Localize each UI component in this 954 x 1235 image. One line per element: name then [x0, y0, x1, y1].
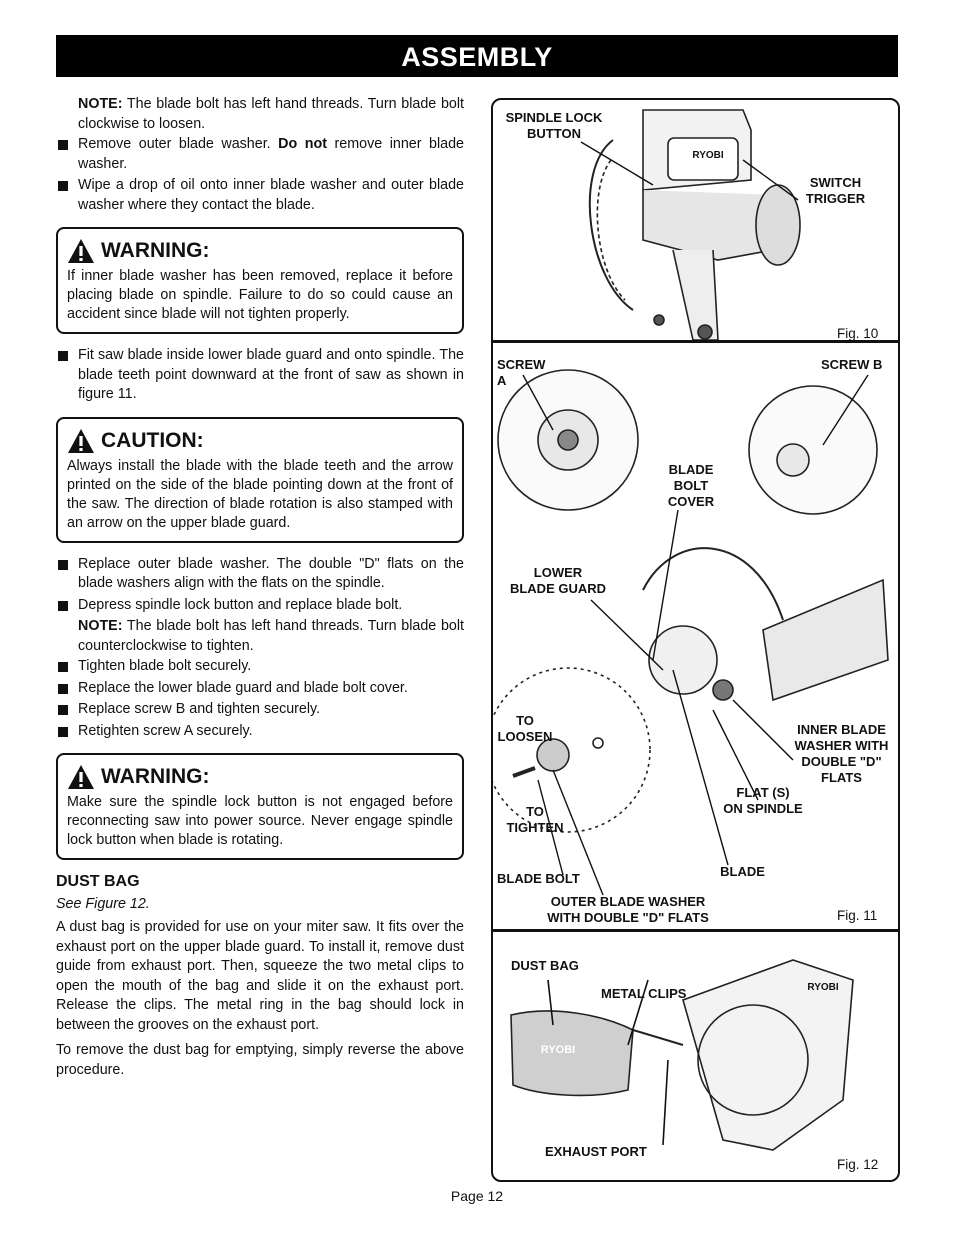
note-label: NOTE:	[78, 96, 123, 112]
label-blade: BLADE	[720, 864, 765, 879]
caution-box: CAUTION: Always install the blade with t…	[56, 416, 464, 543]
label-lower-blade-guard: LOWER BLADE GUARD	[509, 565, 607, 596]
list-item-text: Retighten screw A securely.	[78, 722, 253, 739]
dust-bag-heading: DUST BAG	[56, 873, 140, 890]
label-to-tighten: TO TIGHTEN	[506, 804, 564, 835]
warning-title: WARNING:	[101, 765, 210, 789]
list-item: Tighten blade bolt securely.	[56, 657, 464, 677]
page-number: Page 12	[450, 1188, 504, 1204]
list-item-text: Replace the lower blade guard and blade …	[78, 679, 408, 696]
bullet-icon	[58, 726, 68, 737]
list-item-text: Tighten blade bolt securely.	[78, 658, 252, 674]
figure-caption: Fig. 10	[837, 326, 879, 341]
label-blade-bolt: BLADE BOLT	[497, 871, 580, 886]
bullet-icon	[58, 559, 68, 570]
warning-heading: WARNING:	[67, 761, 453, 793]
bullet-icon	[58, 705, 68, 715]
bullet-icon	[58, 351, 68, 361]
label-spindle-lock-button: SPINDLE LOCK BUTTON	[505, 110, 603, 141]
label-screw-b: SCREW B	[821, 357, 883, 372]
figure-caption: Fig. 11	[837, 908, 878, 923]
note-text: The blade bolt has left hand threads. Tu…	[78, 96, 464, 132]
warning-triangle-icon	[68, 765, 94, 789]
warning-title: WARNING:	[101, 239, 210, 263]
figures-art	[493, 109, 889, 1151]
list-item-text: Replace outer blade washer. The double "…	[78, 555, 464, 592]
list-item-text: Depress spindle lock button and replace …	[78, 596, 403, 613]
note-loosen: NOTE: The blade bolt has left hand threa…	[56, 95, 464, 134]
label-switch-trigger: SWITCH TRIGGER	[805, 175, 866, 206]
list-item-text: Replace screw B and tighten securely.	[78, 701, 321, 717]
caution-title: CAUTION:	[101, 428, 204, 452]
bullet-icon	[58, 662, 68, 672]
page-title: ASSEMBLY	[56, 35, 898, 77]
figure-caption: Fig. 12	[837, 1157, 879, 1172]
list-item: Replace screw B and tighten securely.	[56, 700, 464, 720]
list-item-text: Fit saw blade inside lower blade guard a…	[78, 347, 464, 402]
label-dust-bag: DUST BAG	[511, 958, 579, 973]
label-to-loosen: TO LOOSEN	[497, 713, 553, 744]
instructions-column: NOTE: The blade bolt has left hand threa…	[56, 95, 464, 1081]
dust-bag-paragraph-2: To remove the dust bag for emptying, sim…	[56, 1042, 464, 1078]
emphasis-text: Do not	[278, 136, 327, 152]
fig10-saw-illustration	[588, 109, 801, 341]
note-tighten: NOTE: The blade bolt has left hand threa…	[56, 617, 464, 656]
caution-heading: CAUTION:	[67, 425, 453, 457]
warning-box-2: WARNING: Make sure the spindle lock butt…	[56, 753, 464, 860]
figure-divider	[493, 340, 898, 343]
list-item: Replace outer blade washer. The double "…	[56, 555, 464, 594]
caution-triangle-icon	[68, 428, 94, 453]
label-inner-blade-washer: INNER BLADE WASHER WITH DOUBLE "D" FLATS	[794, 722, 889, 785]
list-item: Retighten screw A securely.	[56, 722, 464, 742]
note-label: NOTE:	[78, 618, 123, 634]
warning-triangle-icon	[68, 239, 94, 263]
list-item: Wipe a drop of oil onto inner blade wash…	[56, 176, 464, 215]
bullet-icon	[58, 181, 68, 191]
list-item-text: remove inner blade washer.	[78, 136, 464, 172]
list-item-text: Remove outer blade washer.	[78, 136, 279, 152]
brand-logo-text: RYOBI	[692, 150, 724, 161]
list-item: Depress spindle lock button and replace …	[56, 596, 464, 616]
fig12-saw-illustration	[510, 959, 854, 1151]
fig11-saw-illustration	[493, 369, 889, 833]
bullet-icon	[58, 683, 68, 694]
warning-box: WARNING: If inner blade washer has been …	[56, 227, 464, 334]
dust-bag-paragraph: A dust bag is provided for use on your m…	[56, 919, 464, 1033]
figure-reference: See Figure 12.	[56, 895, 150, 912]
label-outer-blade-washer: OUTER BLADE WASHER WITH DOUBLE "D" FLATS	[547, 894, 709, 925]
list-item: Fit saw blade inside lower blade guard a…	[56, 346, 464, 405]
warning-heading: WARNING:	[67, 235, 453, 267]
label-screw-a: SCREW A	[497, 357, 546, 388]
figures-panel: SPINDLE LOCK BUTTON SWITCH TRIGGER RYOBI…	[491, 98, 900, 1182]
label-metal-clips: METAL CLIPS	[601, 986, 687, 1001]
list-item: Replace the lower blade guard and blade …	[56, 679, 464, 699]
label-blade-bolt-cover: BLADE BOLT COVER	[667, 462, 715, 509]
note-text: The blade bolt has left hand threads. Tu…	[78, 618, 464, 654]
bullet-icon	[58, 600, 68, 611]
list-item-text: Wipe a drop of oil onto inner blade wash…	[78, 177, 464, 213]
brand-logo-text: RYOBI	[807, 982, 839, 993]
figure-divider	[493, 929, 898, 932]
warning-text: If inner blade washer has been removed, …	[67, 268, 453, 322]
label-flats-on-spindle: FLAT (S) ON SPINDLE	[723, 785, 803, 816]
label-exhaust-port: EXHAUST PORT	[545, 1144, 647, 1159]
list-item: Remove outer blade washer. Do not remove…	[56, 135, 464, 174]
warning-text: Make sure the spindle lock button is not…	[67, 794, 453, 848]
caution-text: Always install the blade with the blade …	[67, 457, 453, 531]
dust-bag-logo-text: RYOBI	[540, 1044, 576, 1056]
leader-lines	[522, 141, 869, 896]
bullet-icon	[58, 140, 68, 150]
